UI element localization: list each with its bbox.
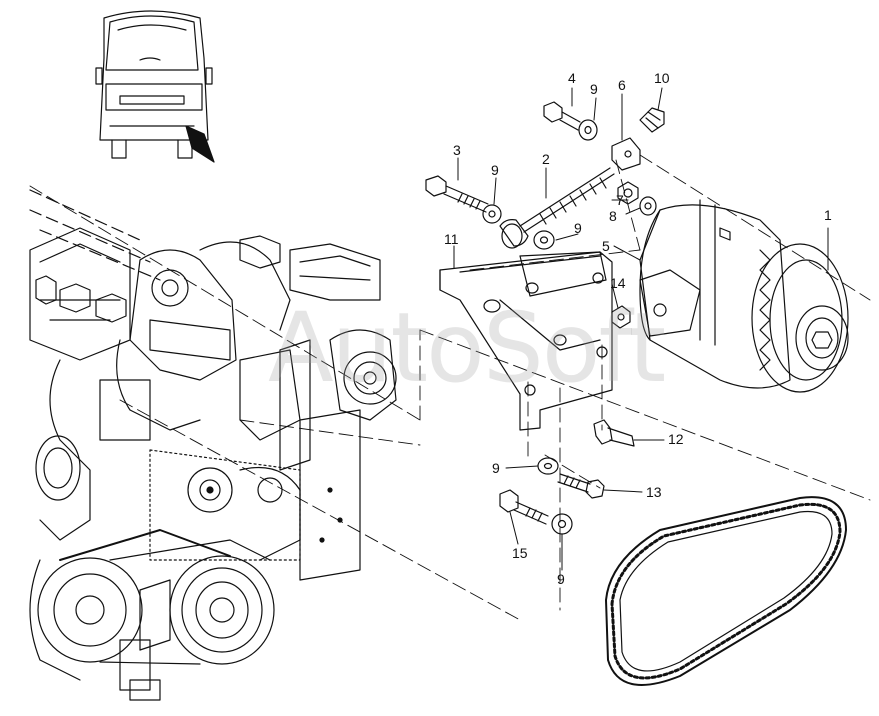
- clevis: [612, 138, 640, 170]
- adjusting-rod: [500, 168, 614, 248]
- v-belt: [606, 497, 846, 685]
- callout-15: 15: [512, 545, 528, 561]
- bracket: [440, 252, 612, 430]
- callout-9-d: 9: [492, 460, 500, 476]
- bolt-13: [558, 474, 604, 498]
- autosoft-watermark: AutoSoft: [268, 292, 666, 404]
- callout-8: 8: [609, 208, 617, 224]
- callout-2: 2: [542, 151, 550, 167]
- callout-3: 3: [453, 142, 461, 158]
- callout-9-e: 9: [557, 571, 565, 587]
- callout-4: 4: [568, 70, 576, 86]
- callout-leader-lines: [454, 88, 828, 570]
- nut-and-washer: [618, 182, 656, 215]
- callout-10: 10: [654, 70, 670, 86]
- location-arrow-icon: [186, 126, 214, 162]
- callout-1: 1: [824, 207, 832, 223]
- bolt-15: [500, 490, 548, 524]
- callout-7: 7: [616, 192, 624, 208]
- callout-14: 14: [610, 275, 626, 291]
- callout-12: 12: [668, 431, 684, 447]
- bolt-12: [594, 420, 634, 446]
- engine-block: [30, 190, 396, 700]
- bolt-4: [544, 102, 580, 130]
- bolt-3: [426, 176, 488, 212]
- alternator: [640, 200, 848, 392]
- bolt-10: [640, 108, 664, 132]
- callout-9-b: 9: [491, 162, 499, 178]
- callout-5: 5: [602, 238, 610, 254]
- callout-6: 6: [618, 77, 626, 93]
- callout-9-a: 9: [590, 81, 598, 97]
- assembly-leader-lines: [30, 155, 870, 620]
- callout-9-c: 9: [574, 220, 582, 236]
- callout-13: 13: [646, 484, 662, 500]
- callout-11: 11: [444, 231, 459, 247]
- washers: [483, 120, 597, 534]
